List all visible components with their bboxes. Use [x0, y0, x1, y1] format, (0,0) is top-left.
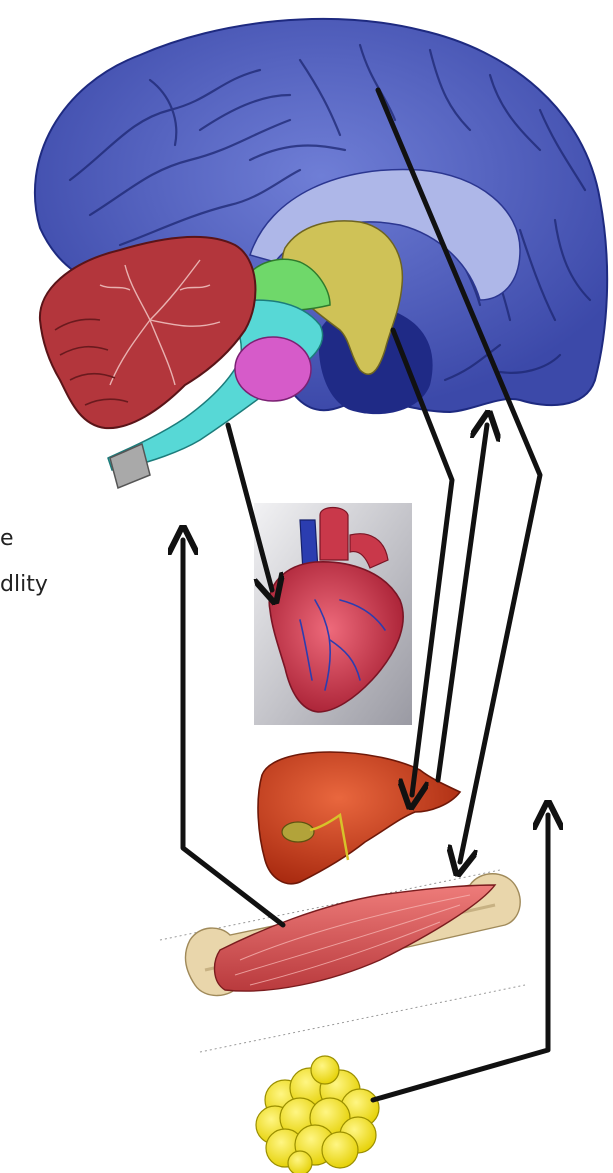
clipped-label-1: e	[0, 526, 14, 551]
arrow-liver-to-brain	[438, 425, 487, 780]
muscle-icon	[160, 870, 525, 1052]
spinal-cord	[110, 444, 150, 488]
heart-icon	[254, 503, 412, 725]
clipped-label-2: dlity	[0, 572, 48, 597]
adipose-icon	[256, 1056, 379, 1173]
pink-region	[235, 337, 311, 401]
liver-icon	[258, 752, 460, 884]
